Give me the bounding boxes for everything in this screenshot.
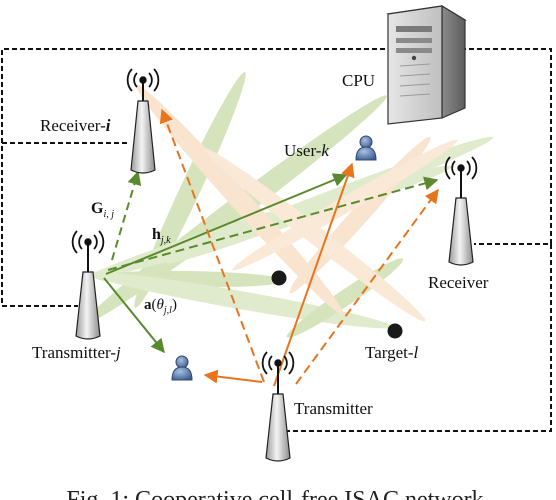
arrow-tx-to-receiver-i <box>159 108 265 383</box>
user-k-icon <box>355 135 377 161</box>
orange-beam <box>204 148 426 322</box>
signal-waves-icon <box>126 68 160 92</box>
transmitter-label: Transmitter <box>294 399 373 418</box>
arrow-tx-to-user-k <box>273 162 355 387</box>
orange-beam <box>136 84 344 316</box>
backhaul-bottom <box>286 244 552 432</box>
user-k-label: User-k <box>284 141 329 160</box>
transmitter-antenna <box>261 351 295 462</box>
target-l-dot <box>387 323 403 339</box>
green-beam <box>83 95 387 325</box>
figure-caption: Fig. 1: Cooperative cell-free ISAC netwo… <box>66 487 489 500</box>
channel-g-label: Gi, j <box>91 200 114 220</box>
transmitter-j-antenna <box>71 230 105 340</box>
cpu-label: CPU <box>342 71 375 90</box>
user-icon <box>171 355 193 381</box>
receiver-i-label: Receiver-i <box>40 116 111 135</box>
receiver-i-antenna <box>126 68 160 174</box>
target-dot <box>271 270 287 286</box>
signal-waves-icon <box>444 156 478 180</box>
comm-arrows <box>103 170 439 354</box>
arrow-a-jl <box>103 277 165 354</box>
channel-h-label: hj,k <box>152 226 171 246</box>
sensing-arrows <box>159 108 439 387</box>
arrow-tx-to-user <box>203 369 263 384</box>
arrow-tx-to-receiver <box>295 188 439 385</box>
arrow-tx-j-to-receiver <box>107 176 439 271</box>
backhaul-cpu-right <box>445 48 552 245</box>
arrow-h-jk <box>105 173 348 275</box>
arrow-g-ij <box>111 170 142 261</box>
steering-vector-label: a(θj,l) <box>144 297 177 316</box>
backhaul-links <box>1 48 552 432</box>
receiver-antenna <box>444 156 478 266</box>
target-l-label: Target-l <box>365 343 419 362</box>
receiver-label: Receiver <box>428 273 489 292</box>
signal-waves-icon <box>261 351 295 375</box>
cpu-server-icon <box>386 4 467 125</box>
signal-waves-icon <box>71 230 105 254</box>
transmitter-j-label: Transmitter-j <box>32 343 121 362</box>
